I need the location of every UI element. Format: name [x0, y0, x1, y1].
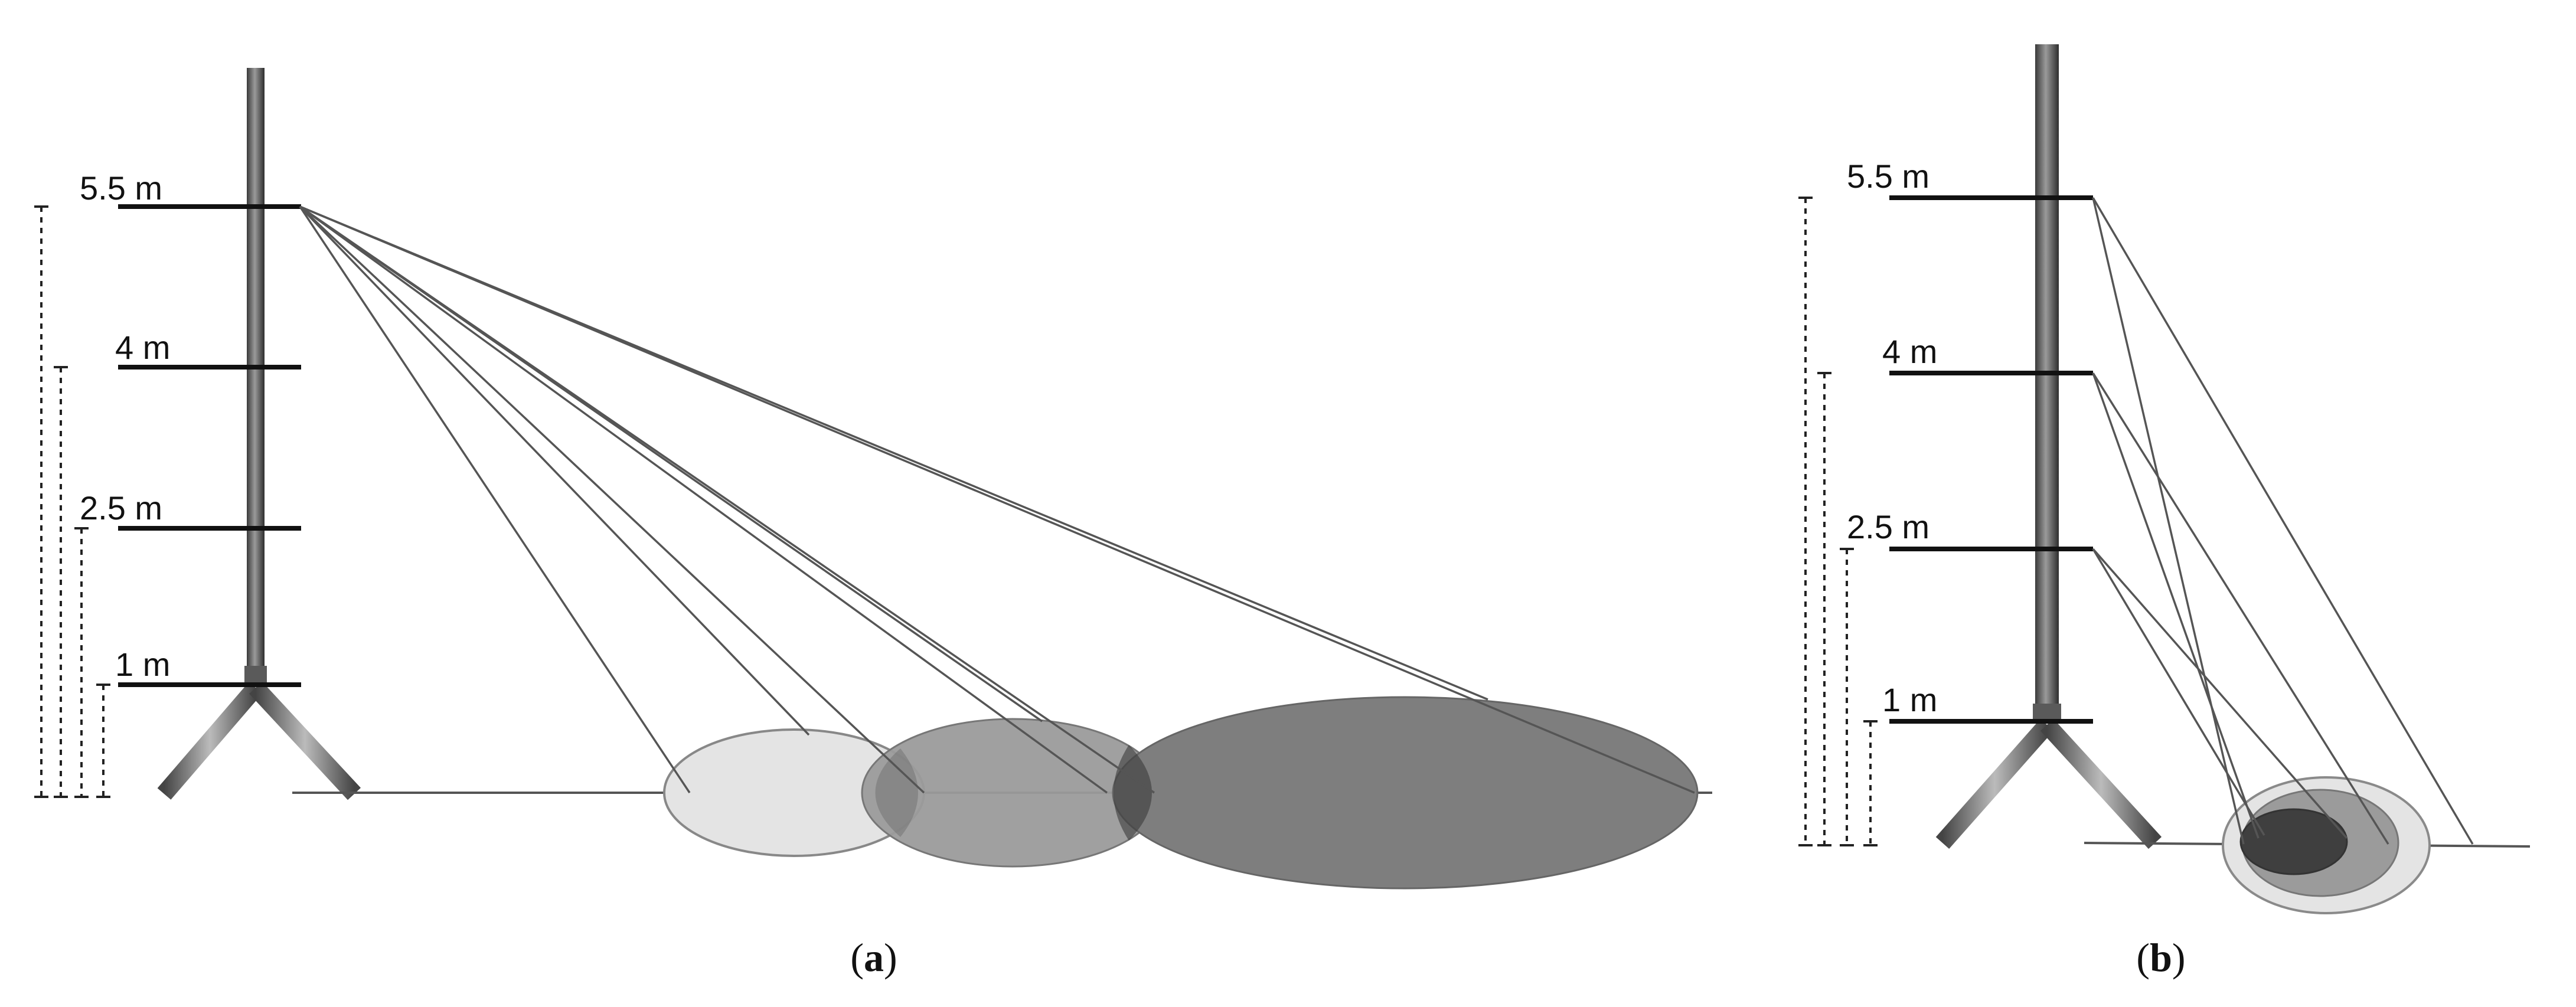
dim-line-caps: [1798, 197, 1878, 846]
panel-b: 5.5 m 4 m 2.5 m 1 m (b): [1798, 44, 2531, 980]
footprint-ellipse-large: [1112, 696, 1699, 890]
panel-a: 5.5 m 4 m 2.5 m 1 m (a): [34, 68, 1712, 980]
height-label-4m: 4 m: [115, 329, 170, 366]
footprint-ellipse-small: [2239, 808, 2348, 875]
view-rays: [2092, 197, 2474, 845]
height-label-4m: 4 m: [1882, 333, 1937, 370]
height-label-5.5m: 5.5 m: [80, 169, 162, 207]
pole: [2035, 44, 2059, 717]
caption-a: (a): [850, 935, 897, 980]
overlap-small-medium: [875, 748, 918, 837]
height-dimension-lines: [1804, 198, 1872, 845]
view-rays: [299, 205, 1695, 794]
pole: [247, 68, 265, 679]
tripod-legs: [157, 681, 361, 800]
height-dimension-lines: [40, 207, 105, 797]
height-label-1m: 1 m: [1882, 681, 1937, 718]
height-label-2.5m: 2.5 m: [80, 489, 162, 527]
tripod-legs: [1935, 718, 2162, 849]
height-markers: [1889, 195, 2093, 724]
height-label-1m: 1 m: [115, 646, 170, 683]
dim-line-caps: [34, 205, 110, 798]
pole-collar: [2033, 704, 2061, 721]
caption-b: (b): [2136, 935, 2185, 980]
height-label-5.5m: 5.5 m: [1847, 158, 1929, 195]
overlap-medium-large: [1114, 745, 1152, 841]
pole-collar: [244, 666, 267, 685]
height-markers: [118, 204, 301, 687]
height-label-2.5m: 2.5 m: [1847, 508, 1929, 545]
